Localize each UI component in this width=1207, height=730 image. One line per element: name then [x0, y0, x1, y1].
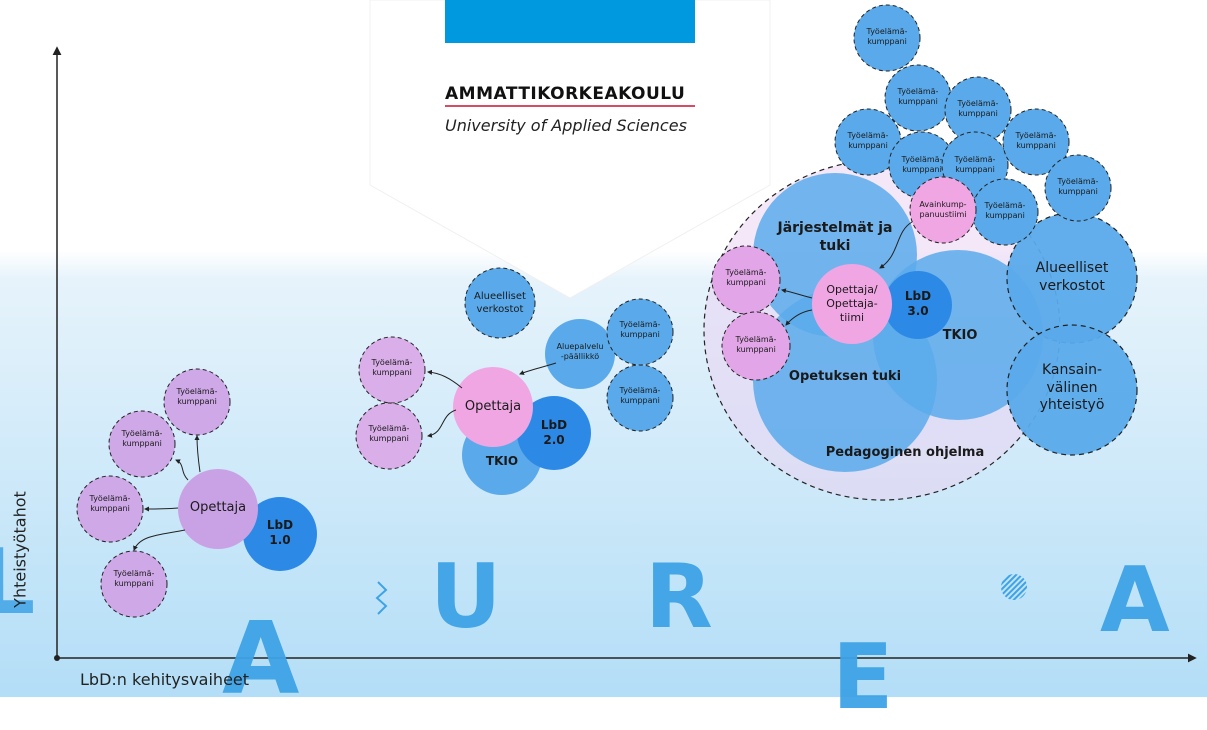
- logo-blue-block: [445, 0, 695, 43]
- stage3-partner-label-1: Työelämä-kumppani: [866, 27, 908, 46]
- axis-origin: [54, 655, 60, 661]
- letter-r: R: [645, 545, 713, 648]
- stage2-partner-pink-2: [355, 402, 423, 470]
- stage1-partner-label-1: Työelämä-kumppani: [176, 387, 218, 406]
- letter-u: U: [430, 545, 502, 648]
- stage2-partner-blue-2: [606, 364, 674, 432]
- stage3-partner-label-7: Työelämä-kumppani: [954, 155, 996, 174]
- zigzag-decoration: [375, 581, 388, 615]
- stage2-teacher-circle: [453, 367, 533, 447]
- stage3-key-team-circle: [909, 176, 977, 244]
- stage1-partner-2: [108, 410, 176, 478]
- stage3-partner-pink-1: [711, 245, 781, 315]
- stage3-partner-label-6: Työelämä-kumppani: [901, 155, 943, 174]
- stage1-partner-4: [100, 550, 168, 618]
- stage3-lbd-circle: [884, 271, 952, 339]
- stage3-program-label: Pedagoginen ohjelma: [825, 445, 985, 460]
- stage1-partner-3: [76, 475, 144, 543]
- stage2-tkio-label: TKIO: [485, 454, 519, 468]
- letter-e: E: [832, 625, 894, 730]
- stage1-teacher-circle: [178, 469, 258, 549]
- hatched-dot-decoration: [1001, 574, 1027, 600]
- stage3-partner-label-3: Työelämä-kumppani: [957, 99, 999, 118]
- logo-subtitle: University of Applied Sciences: [445, 116, 687, 135]
- letter-l: L: [0, 530, 36, 635]
- stage3-partner-label-8: Työelämä-kumppani: [1057, 177, 1099, 196]
- stage1-lbd-circle: [243, 497, 317, 571]
- logo-brand: AMMATTIKORKEAKOULU: [445, 84, 686, 104]
- stage3-key-team-label: Avainkump-panuustiimi: [919, 200, 967, 219]
- logo-badge: [369, 0, 771, 299]
- letter-a1: A: [222, 600, 300, 717]
- stage1-partner-1: [163, 368, 231, 436]
- stage3-partner-label-2: Työelämä-kumppani: [897, 87, 939, 106]
- stage3-partner-label-5: Työelämä-kumppani: [1015, 131, 1057, 150]
- stage2-partner-label-1: Työelämä-kumppani: [619, 320, 661, 339]
- stage3-partner-label-4: Työelämä-kumppani: [847, 131, 889, 150]
- stage3-teaching-support-label: Opetuksen tuki: [788, 369, 902, 384]
- stage1-partner-label-4: Työelämä-kumppani: [113, 569, 155, 588]
- stage3-partner-label-11: Työelämä-kumppani: [735, 335, 777, 354]
- stage2-partner-pink-1: [358, 336, 426, 404]
- stage2-area-manager-label: Aluepalvelu-päällikkö: [556, 342, 604, 361]
- stage3-international-circle: [1006, 324, 1138, 456]
- diagram-canvas: [0, 0, 1207, 697]
- stage2-area-manager-circle: [545, 319, 615, 389]
- stage3-partner-pink-2: [721, 311, 791, 381]
- stage1-partner-label-3: Työelämä-kumppani: [89, 494, 131, 513]
- letter-a2: A: [1100, 548, 1170, 653]
- stage3-tkio-label: TKIO: [942, 328, 978, 343]
- x-axis-label: LbD:n kehitysvaiheet: [80, 670, 250, 689]
- stage3-partner-label-10: Työelämä-kumppani: [725, 268, 767, 287]
- stage2-partner-label-3: Työelämä-kumppani: [371, 358, 413, 377]
- stage2-lbd-circle: [517, 396, 591, 470]
- stage2-partner-label-2: Työelämä-kumppani: [619, 386, 661, 405]
- stage2-teacher-label: Opettaja: [464, 399, 522, 414]
- stage1-teacher-label: Opettaja: [189, 500, 247, 515]
- y-axis-label: Yhteistyötahot: [10, 491, 30, 608]
- stage3-partner-circles: [834, 4, 1112, 246]
- stage2-regional-circle: [464, 267, 536, 339]
- stage3-teacher-circle: [812, 264, 892, 344]
- stage1-partner-label-2: Työelämä-kumppani: [121, 429, 163, 448]
- stage3-teacher-label: Opettaja/Opettaja-tiimi: [826, 283, 878, 324]
- stage3-partner-label-9: Työelämä-kumppani: [984, 201, 1026, 220]
- stage2-partner-label-4: Työelämä-kumppani: [368, 424, 410, 443]
